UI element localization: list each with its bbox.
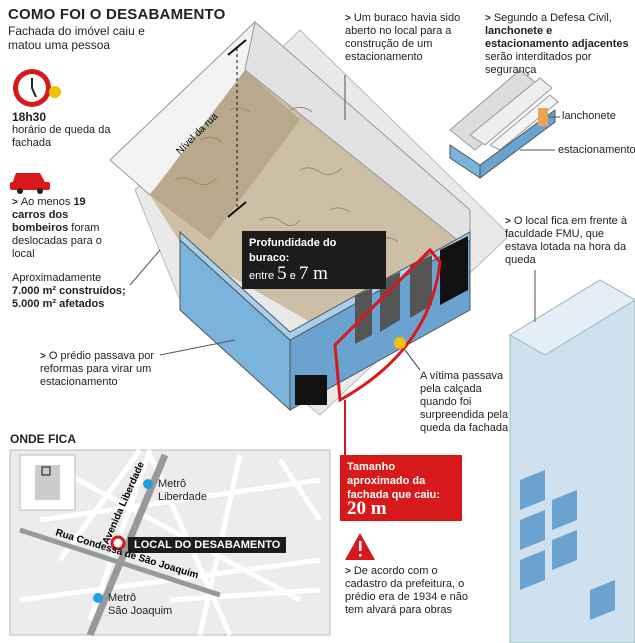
location-text: O local fica em frente à faculdade FMU, … — [505, 215, 627, 266]
hole-side-left — [150, 70, 300, 240]
depth-label: Profundidade do buraco: — [249, 237, 337, 264]
depth-prefix: entre — [249, 270, 275, 282]
reform-pointer-line — [159, 339, 236, 356]
registry-text: De acordo com o cadastro da prefeitura, … — [345, 565, 468, 616]
time-block: 18h30 horário de queda da fachada — [12, 110, 112, 150]
civil-defense-suffix: serão interditados por segurança — [485, 51, 592, 76]
civil-defense-prefix: Segundo a Defesa Civil, — [493, 12, 612, 24]
map-metro1-line2: Liberdade — [158, 491, 207, 503]
hole-note: >Um buraco havia sido aberto no local pa… — [345, 12, 461, 63]
facade-label: Tamanho aproximado da fachada que caiu: — [347, 461, 440, 501]
firefighters-highlight: 19 carros dos bombeiros — [12, 196, 86, 234]
map-metro1: Metrô Liberdade — [158, 478, 207, 504]
adjacent-buildings-illustration — [449, 69, 560, 179]
depth-tick-bottom — [227, 201, 247, 218]
page-title: COMO FOI O DESABAMENTO — [8, 6, 226, 23]
depth-conj: e — [289, 270, 296, 282]
depth-max: 7 m — [298, 263, 328, 284]
victim-note: A vítima passava pela calçada quando foi… — [420, 370, 509, 434]
victim-icon — [394, 337, 406, 349]
map-place-label: LOCAL DO DESABAMENTO — [128, 537, 287, 553]
area-pointer-line — [129, 249, 161, 286]
page-subtitle: Fachada do imóvel caiu e matou uma pesso… — [8, 24, 145, 52]
firefighters-prefix: Ao menos — [20, 196, 71, 208]
fmu-building-illustration — [509, 270, 635, 643]
civil-defense-highlight: lanchonete e estacionamento adjacentes — [485, 25, 629, 50]
building-window — [410, 255, 432, 318]
building-window-dark — [440, 236, 468, 305]
lanchonete-label: lanchonete — [562, 110, 616, 122]
car-icon — [10, 173, 50, 194]
firefighters-suffix: foram deslocadas para o local — [12, 222, 102, 260]
map-metro2-line2: São Joaquim — [108, 605, 173, 617]
depth-box: Profundidade do buraco: entre 5 e 7 m — [242, 231, 386, 289]
facade-box: Tamanho aproximado da fachada que caiu: … — [340, 455, 462, 521]
registry-note: >De acordo com o cadastro da prefeitura,… — [345, 565, 468, 616]
map-metro2: Metrô São Joaquim — [108, 592, 172, 618]
depth-tick-top — [227, 39, 247, 56]
fallen-facade-outline — [333, 247, 442, 403]
warning-icon — [345, 533, 375, 560]
location-note: >O local fica em frente à faculdade FMU,… — [505, 215, 627, 266]
firefighters-note: >Ao menos 19 carros dos bombeiros foram … — [12, 196, 102, 260]
depth-min: 5 — [277, 263, 287, 284]
area-prefix: Aproximadamente — [12, 272, 102, 284]
reform-note: >O prédio passava por reformas para vira… — [40, 350, 155, 388]
area-affected: 5.000 m² afetados — [12, 298, 105, 310]
civil-defense-note: >Segundo a Defesa Civil, lanchonete e es… — [485, 12, 629, 76]
estacionamento-label: estacionamento — [558, 144, 635, 156]
map-metro2-line1: Metrô — [108, 592, 137, 604]
victim-pointer-line — [404, 349, 421, 371]
hole-text: Um buraco havia sido aberto no local par… — [345, 12, 461, 63]
facade-value: 20 m — [347, 498, 387, 519]
building-door — [295, 375, 327, 405]
building-top-strip — [179, 230, 471, 341]
clock-icon — [13, 69, 61, 107]
area-built: 7.000 m² construídos; — [12, 285, 126, 297]
reform-text: O prédio passava por reformas para virar… — [40, 350, 155, 388]
area-note: Aproximadamente 7.000 m² construídos; 5.… — [12, 272, 152, 311]
time-label: horário de queda da fachada — [12, 124, 111, 149]
map-metro1-line1: Metrô — [158, 478, 187, 490]
time-value: 18h30 — [12, 110, 47, 124]
map-title: ONDE FICA — [10, 432, 76, 446]
